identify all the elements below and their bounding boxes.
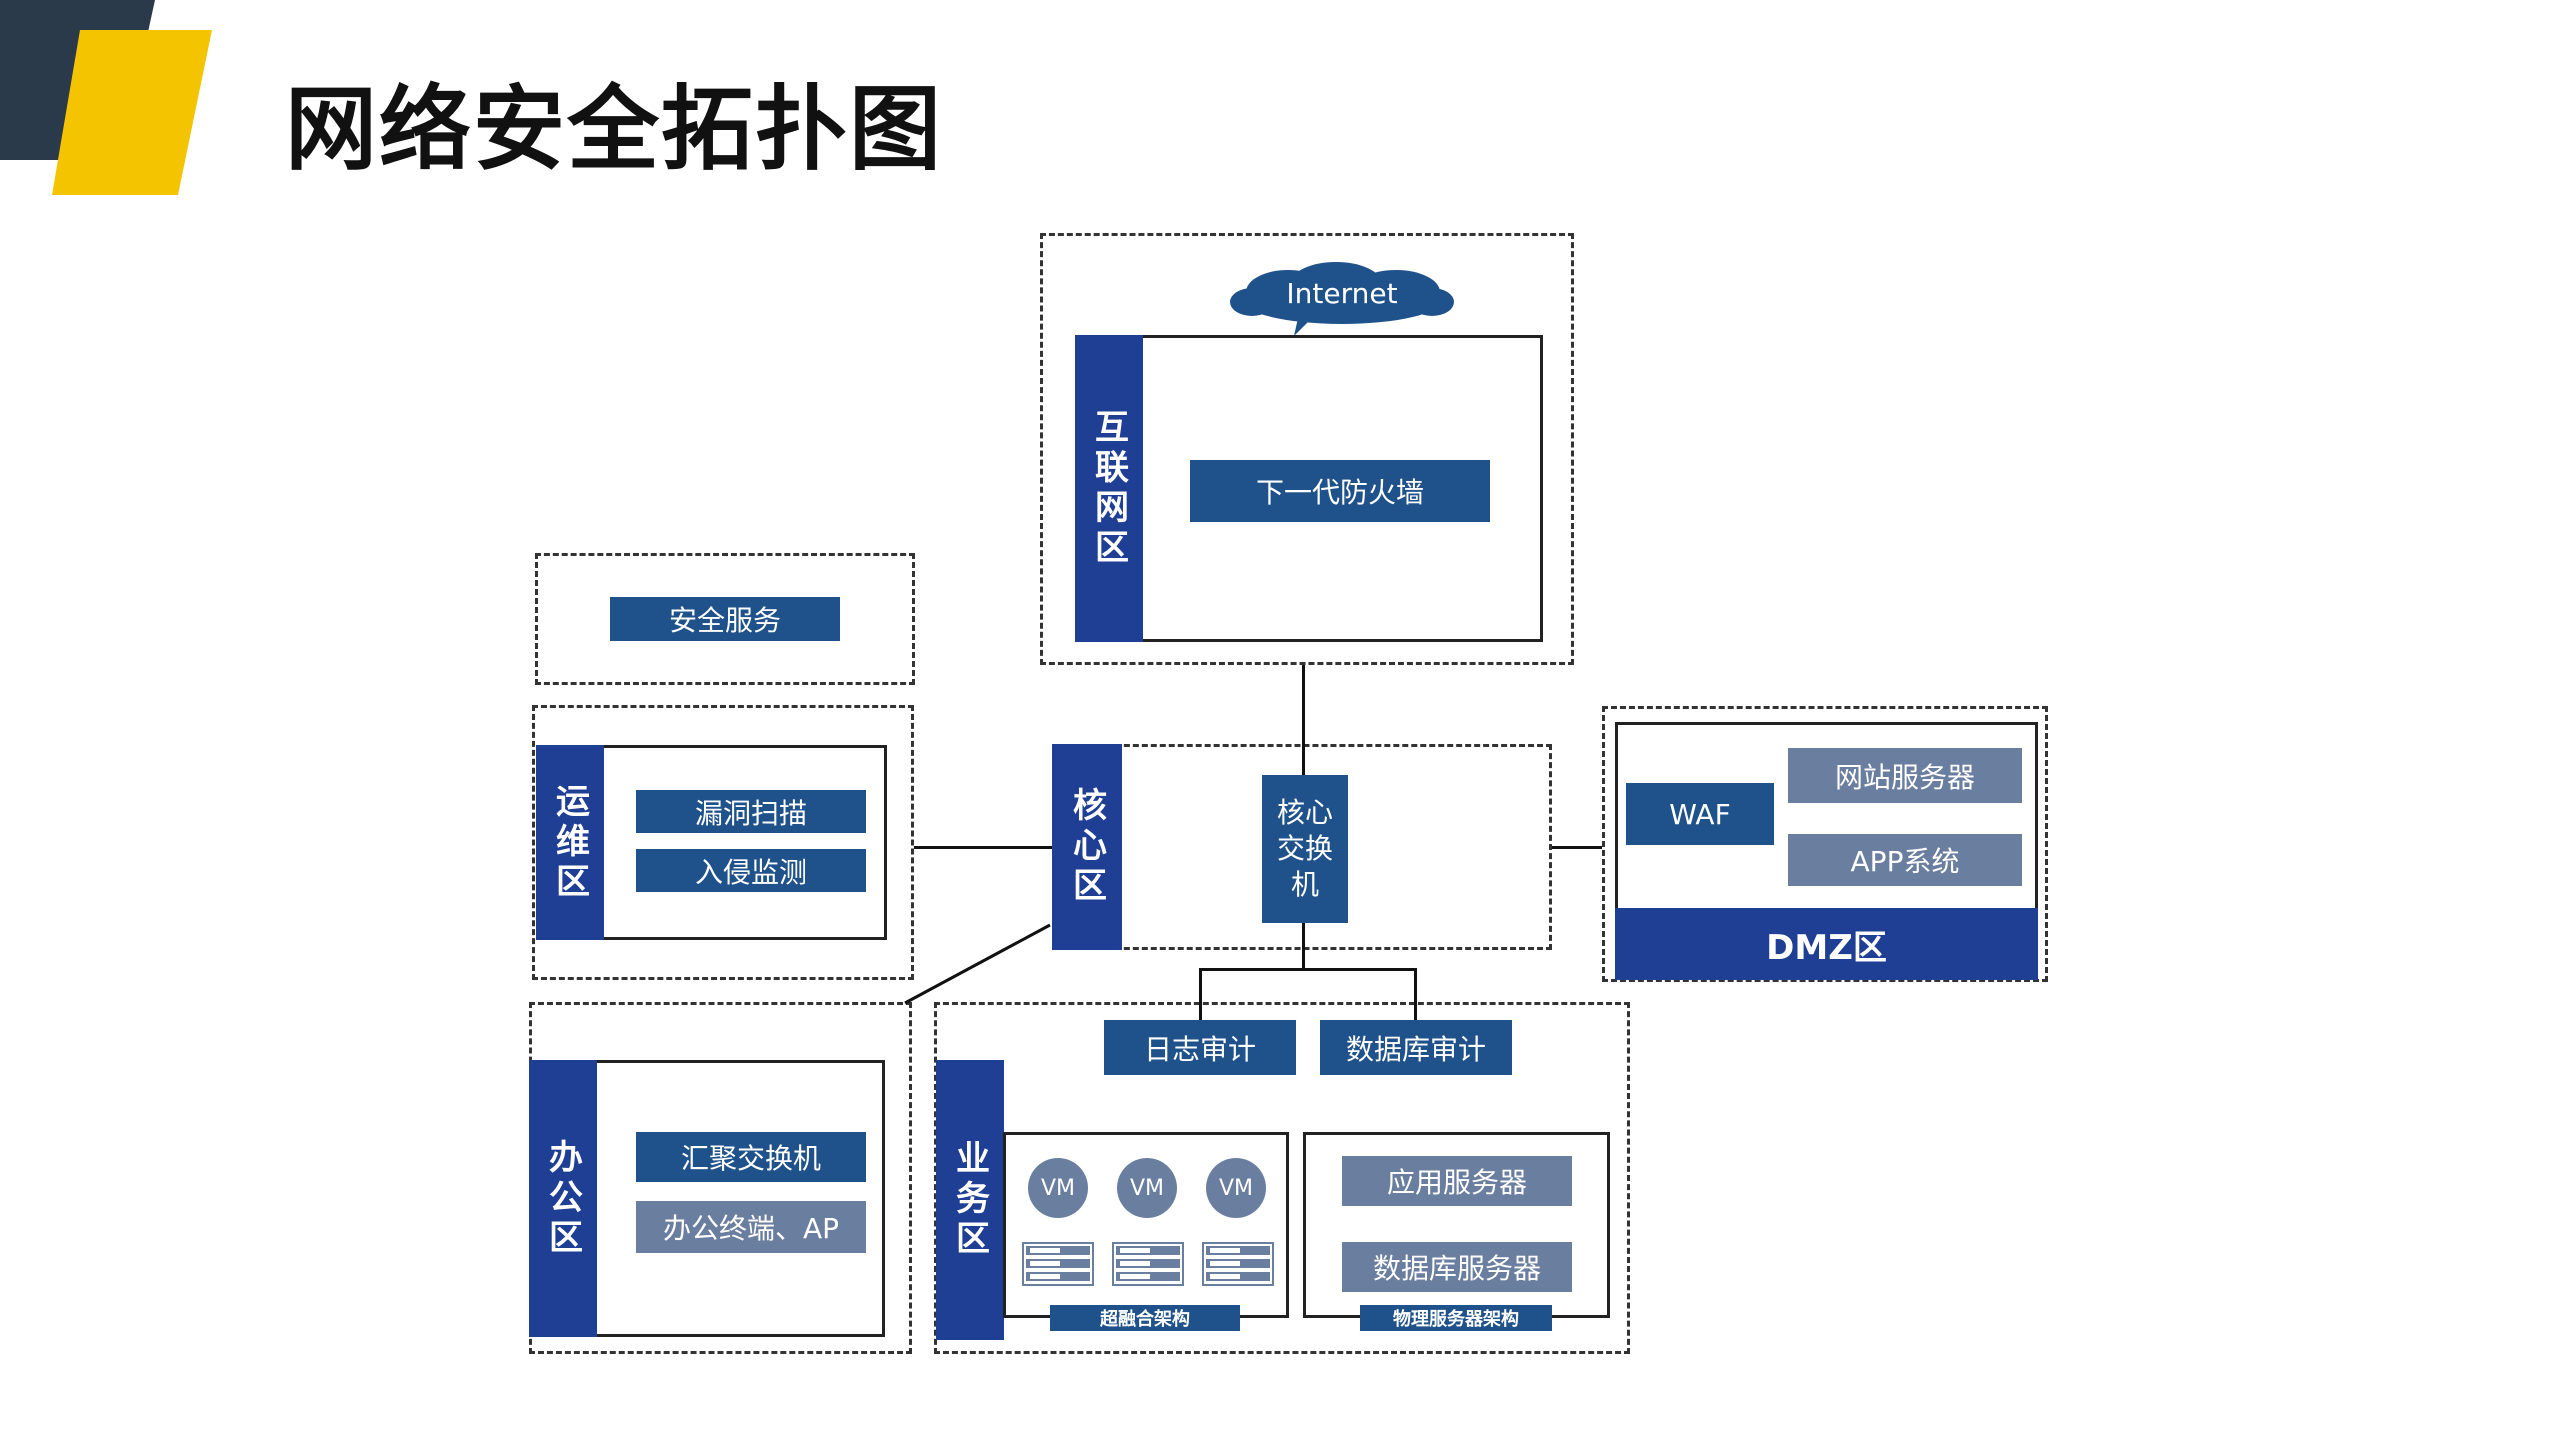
internet-cloud: Internet (1228, 258, 1456, 340)
server-icon (1022, 1242, 1094, 1286)
office-terminals-ap: 办公终端、AP (636, 1201, 866, 1253)
vm-node: VM (1117, 1158, 1177, 1218)
db-audit: 数据库审计 (1320, 1020, 1512, 1075)
internet-zone-label: 互联网区 (1075, 335, 1143, 642)
website-server: 网站服务器 (1788, 748, 2022, 803)
db-server: 数据库服务器 (1342, 1242, 1572, 1292)
link-audit-horizontal (1199, 968, 1416, 971)
physical-label: 物理服务器架构 (1360, 1305, 1552, 1331)
app-system: APP系统 (1788, 834, 2022, 886)
ops-zone-label: 运维区 (536, 745, 604, 940)
link-office-core (904, 923, 1051, 1005)
office-frame (580, 1060, 885, 1337)
dmz-zone-label: DMZ区 (1615, 908, 2038, 980)
intrusion-detection: 入侵监测 (636, 849, 866, 892)
office-zone-label: 办公区 (529, 1060, 597, 1337)
waf: WAF (1626, 783, 1774, 845)
vm-node: VM (1206, 1158, 1266, 1218)
core-switch: 核心交换机 (1262, 775, 1348, 923)
dmz-zone (1602, 706, 2048, 982)
link-ops-core (914, 846, 1052, 849)
security-service: 安全服务 (610, 597, 840, 641)
link-internet-core (1302, 665, 1305, 775)
vm-node: VM (1028, 1158, 1088, 1218)
business-zone (934, 1002, 1630, 1354)
aggregation-switch: 汇聚交换机 (636, 1132, 866, 1182)
header-decoration (0, 0, 212, 195)
log-audit: 日志审计 (1104, 1020, 1296, 1075)
link-core-switch-down (1302, 923, 1305, 970)
server-icon (1112, 1242, 1184, 1286)
link-db-audit (1414, 968, 1417, 1020)
cloud-label: Internet (1286, 276, 1398, 310)
cloud-icon (1230, 262, 1454, 336)
next-gen-firewall: 下一代防火墙 (1190, 460, 1490, 522)
link-log-audit (1199, 968, 1202, 1020)
ops-zone (532, 705, 914, 980)
business-zone-label: 业务区 (936, 1060, 1004, 1340)
server-icon (1202, 1242, 1274, 1286)
vuln-scan: 漏洞扫描 (636, 790, 866, 833)
security-service-zone (535, 553, 915, 685)
core-zone-label: 核心区 (1052, 744, 1122, 950)
page-title: 网络安全拓扑图 (285, 76, 944, 183)
link-core-dmz (1552, 846, 1602, 849)
internet-zone (1040, 233, 1574, 665)
app-server: 应用服务器 (1342, 1156, 1572, 1206)
hci-label: 超融合架构 (1050, 1305, 1240, 1331)
